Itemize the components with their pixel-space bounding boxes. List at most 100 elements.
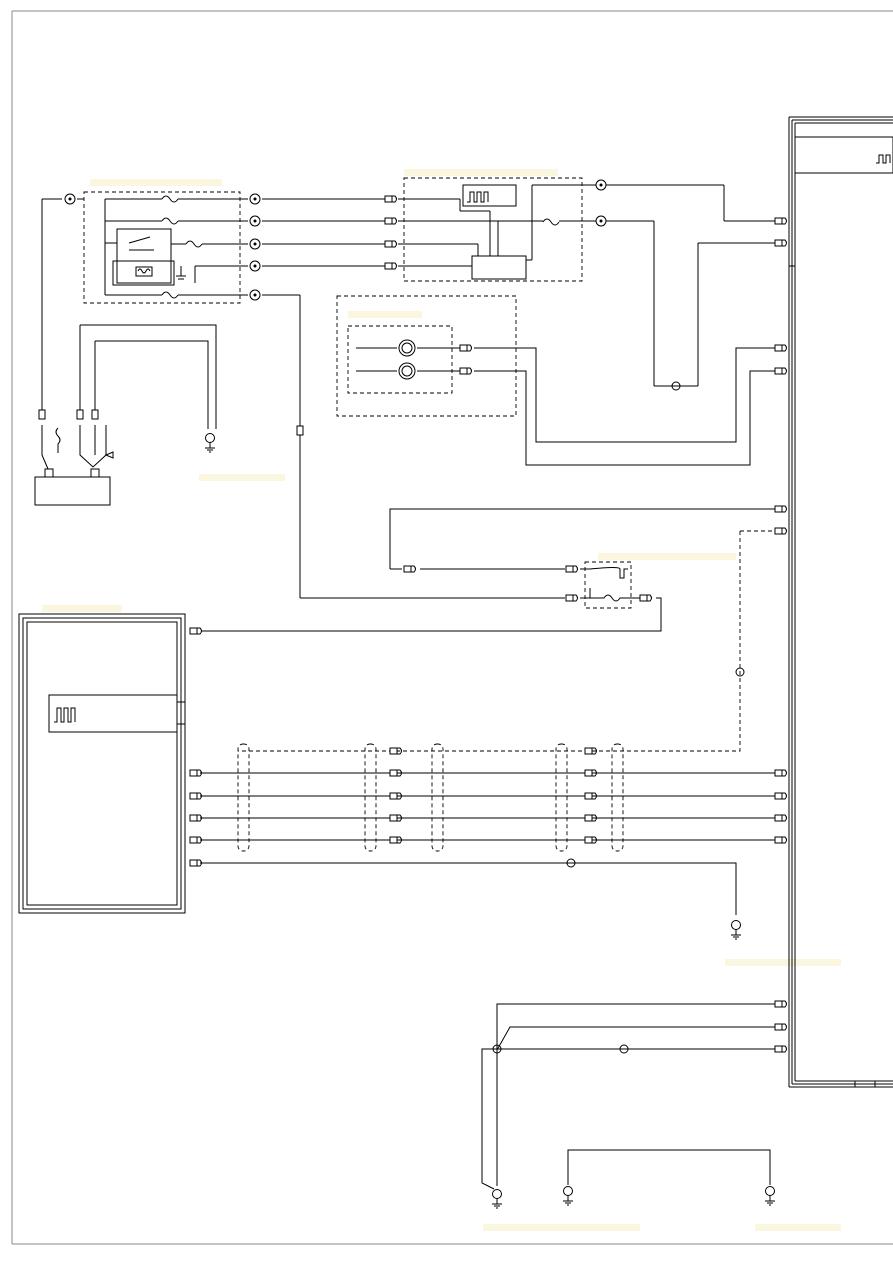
connector-pin — [584, 769, 593, 777]
terminal-eye-center — [253, 264, 257, 268]
connector-pin — [189, 859, 198, 867]
label-control-module-left — [42, 605, 122, 612]
connector-pin — [584, 792, 593, 800]
terminal-eye-center — [253, 197, 257, 201]
label-splice-box — [598, 553, 736, 560]
splice-box — [201, 561, 662, 632]
ground-eye — [563, 1186, 573, 1196]
module-upper — [398, 177, 596, 282]
connector-pin-cap — [397, 747, 402, 755]
connector-pin-cap — [467, 367, 472, 375]
connector-pin-cap — [782, 769, 787, 777]
connector-pin-cap — [411, 565, 416, 573]
connector-pin-vertical — [76, 409, 84, 420]
connector-pin-cap — [647, 594, 652, 602]
connector-pin-cap — [392, 195, 397, 203]
connector-pin — [384, 217, 393, 225]
connector-pin — [384, 240, 393, 248]
label-ground-bottom-left — [483, 1224, 583, 1231]
connector-pin-cap — [782, 836, 787, 844]
connector-pin — [389, 769, 398, 777]
connectors — [38, 179, 787, 1209]
connector-pin-cap — [782, 1023, 787, 1031]
fuse-relay-box — [83, 191, 248, 304]
connector-pin-cap — [392, 262, 397, 270]
label-fuse-relay-box — [90, 179, 222, 186]
connector-pin — [389, 836, 398, 844]
connector-pin-cap — [782, 505, 787, 513]
label-ground-upper — [199, 474, 285, 481]
connector-pin-cap — [592, 792, 597, 800]
connector-pin-cap — [782, 239, 787, 247]
ground-eye — [731, 920, 741, 930]
connector-pin-cap — [782, 814, 787, 822]
connector-pin-cap — [592, 836, 597, 844]
terminal-eye-center — [599, 219, 603, 223]
connector-pin-vertical — [38, 409, 46, 420]
connector-pin-cap — [782, 792, 787, 800]
connector-pin-cap — [197, 769, 202, 777]
connector-pin — [774, 505, 783, 513]
connector-pin-cap — [782, 344, 787, 352]
connector-pin-cap — [197, 627, 202, 635]
connector-pin-cap — [197, 836, 202, 844]
component-labels — [42, 169, 841, 1231]
connector-pin-cap — [592, 747, 597, 755]
connector-pin-cap — [397, 814, 402, 822]
connector-pin-cap — [782, 1045, 787, 1053]
terminal-eye-center — [68, 197, 72, 201]
connector-pin-cap — [573, 594, 578, 602]
connector-pin-cap — [197, 859, 202, 867]
connector-pin — [584, 814, 593, 822]
connector-pin — [189, 769, 198, 777]
pulse-waveform-icon — [876, 154, 891, 164]
connector-pin-cap — [782, 367, 787, 375]
connector-pin — [565, 565, 574, 573]
connector-pin — [189, 814, 198, 822]
pulse-waveform-icon — [54, 707, 76, 723]
main-module-right — [788, 116, 893, 1088]
battery — [34, 476, 111, 506]
connector-pin-cap — [197, 792, 202, 800]
connector-pin — [774, 1045, 783, 1053]
label-ground-right — [725, 959, 841, 966]
connector-pin — [403, 565, 412, 573]
connector-pin-cap — [397, 792, 402, 800]
connector-pin — [774, 792, 783, 800]
connector-pin — [774, 836, 783, 844]
connector-pin — [774, 1023, 783, 1031]
label-ground-bottom-mid — [555, 1224, 640, 1231]
terminal-eye-center — [253, 242, 257, 246]
connector-pin-vertical — [296, 425, 304, 436]
ground-eye — [205, 433, 215, 443]
battery-circuit — [34, 198, 217, 506]
connector-pin — [389, 792, 398, 800]
connector-pin — [189, 792, 198, 800]
connector-pin-cap — [782, 527, 787, 535]
connector-pin — [774, 527, 783, 535]
switch-pack — [336, 295, 775, 466]
label-module-upper — [404, 169, 558, 176]
connector-pin-cap — [397, 769, 402, 777]
connector-pin-cap — [392, 217, 397, 225]
connector-pin-cap — [392, 240, 397, 248]
connector-pin — [384, 195, 393, 203]
control-module-left — [18, 613, 186, 914]
wires-mid — [238, 508, 775, 752]
connector-pin-cap — [782, 217, 787, 225]
connector-pin — [639, 594, 648, 602]
label-switch-pack — [348, 311, 422, 318]
pulse-waveform-icon — [467, 191, 489, 203]
connector-pin-cap — [397, 836, 402, 844]
connector-pin — [774, 1000, 783, 1008]
connector-pin — [459, 367, 468, 375]
connector-pin-cap — [592, 814, 597, 822]
connector-pin-vertical — [91, 409, 99, 420]
connector-pin — [389, 814, 398, 822]
bottom-ground-wiring — [481, 1003, 775, 1190]
connector-pin — [774, 367, 783, 375]
connector-pin-cap — [782, 1000, 787, 1008]
terminal-eye-center — [253, 219, 257, 223]
page-frame — [11, 10, 893, 1245]
